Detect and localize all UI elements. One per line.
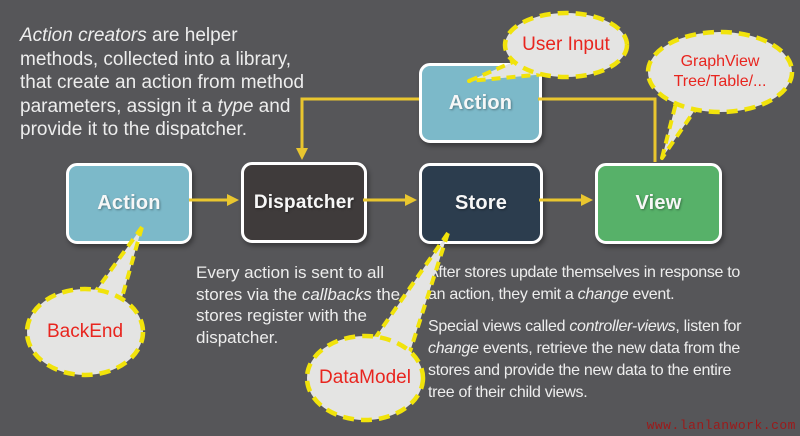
graph-view-bubble-label: GraphView Tree/Table/... (648, 52, 792, 92)
arrowhead-down-dispatcher (296, 148, 308, 160)
graph-view-bubble-tail (660, 101, 699, 160)
note-special-views: Special views called controller-views, l… (428, 318, 742, 401)
arrowhead-right-2 (405, 194, 417, 206)
graph-view-line2: Tree/Table/... (673, 73, 767, 90)
action-box-top: Action (419, 63, 542, 143)
store-box: Store (419, 163, 543, 244)
arrowhead-right-3 (581, 194, 593, 206)
back-end-bubble-label: BackEnd (46, 321, 124, 342)
dispatcher-box-label: Dispatcher (253, 191, 355, 213)
view-box-label: View (635, 192, 682, 214)
line-view-to-actiontop-elbow (538, 97, 657, 162)
action-box-top-label: Action (448, 91, 513, 114)
dispatcher-box: Dispatcher (241, 162, 367, 243)
user-input-bubble-label: User Input (522, 34, 610, 55)
action-box-left-label: Action (97, 192, 161, 214)
store-box-label: Store (454, 192, 508, 214)
graph-view-line1: GraphView (680, 53, 760, 70)
view-box: View (595, 163, 722, 244)
watermark: www.lanlanwork.com (646, 418, 796, 433)
arrowhead-right-1 (227, 194, 239, 206)
data-model-bubble-label: DataModel (319, 367, 411, 388)
note-after-stores: After stores update themselves in respon… (428, 264, 741, 303)
action-box-left: Action (66, 163, 192, 244)
